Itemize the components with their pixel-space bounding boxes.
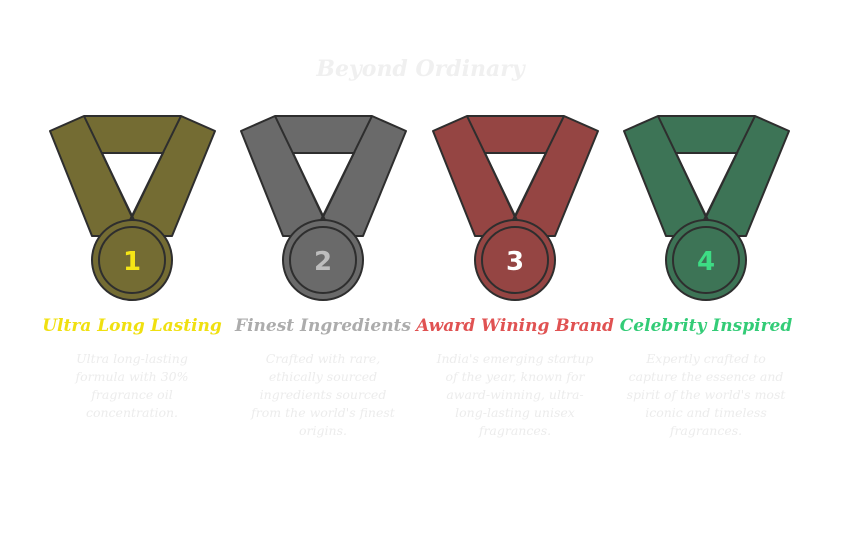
feature-heading: Award Wining Brand [416,316,614,336]
medal-icon: 2 [233,0,413,310]
medal-number: 4 [697,247,715,277]
feature-description: Expertly crafted to capture the essence … [626,351,786,438]
page-title: Beyond Ordinary [316,56,525,82]
medal-number: 2 [314,247,332,277]
feature-description: Ultra long-lasting formula with 30% frag… [75,351,189,420]
medal-number: 1 [123,247,141,277]
medal-icon: 4 [616,0,796,310]
feature-heading: Finest Ingredients [235,316,411,336]
feature-heading: Celebrity Inspired [619,316,793,336]
feature-description: India's emerging startup of the year, kn… [436,351,594,438]
feature-description: Crafted with rare, ethically sourced ing… [251,351,395,438]
medal-icon: 1 [42,0,222,310]
medal-icon: 3 [425,0,605,310]
feature-heading: Ultra Long Lasting [42,316,222,336]
medal-number: 3 [506,247,524,277]
